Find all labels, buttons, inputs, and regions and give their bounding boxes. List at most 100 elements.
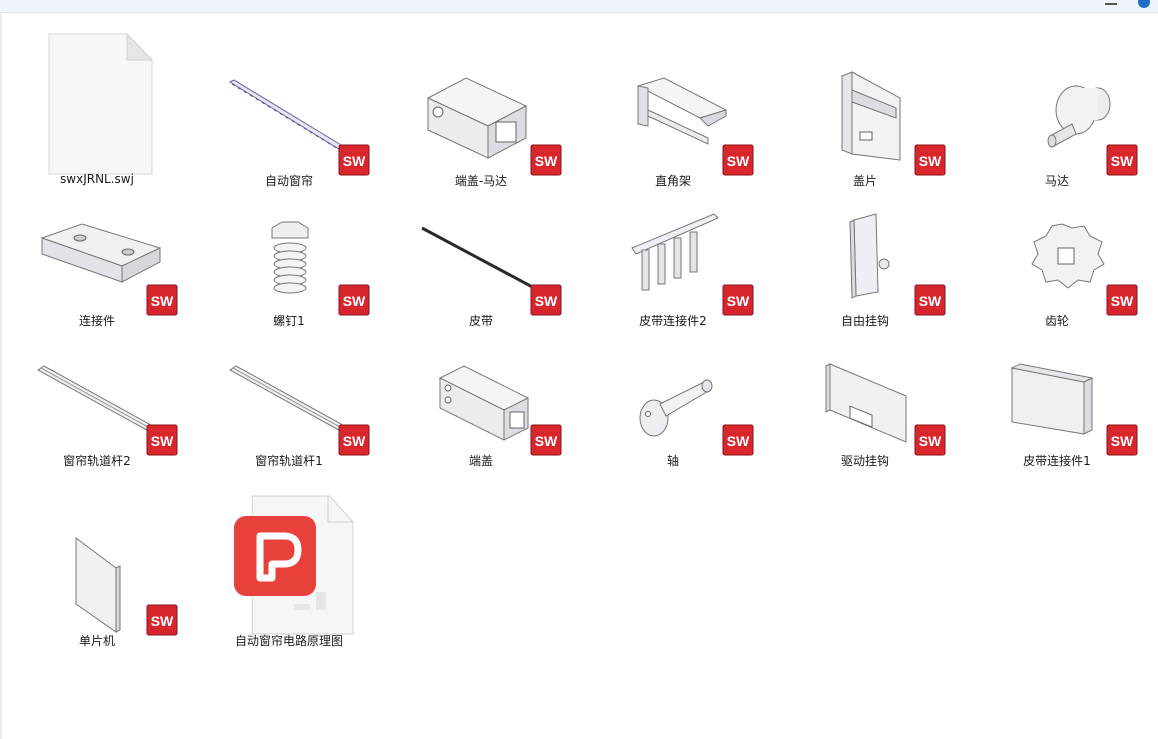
- file-label: 马达: [1044, 174, 1069, 188]
- free-hook-icon: [800, 166, 930, 316]
- svg-text:SW: SW: [535, 293, 558, 309]
- svg-text:SW: SW: [727, 153, 750, 169]
- file-label: 自由挂钩: [840, 314, 889, 328]
- file-item-belt-connector-2[interactable]: SW 皮带连接件2: [582, 160, 764, 328]
- file-label: 端盖-马达: [454, 174, 508, 188]
- sw-badge-icon: SW: [338, 424, 370, 456]
- file-label: 皮带: [468, 314, 493, 328]
- sw-badge-icon: SW: [338, 144, 370, 176]
- shaft-icon: [608, 306, 738, 456]
- minimize-icon[interactable]: [1104, 0, 1118, 8]
- svg-text:SW: SW: [1111, 293, 1134, 309]
- svg-text:SW: SW: [1111, 153, 1134, 169]
- sw-badge-icon: SW: [722, 284, 754, 316]
- svg-text:SW: SW: [919, 433, 942, 449]
- svg-text:SW: SW: [535, 433, 558, 449]
- sw-badge-icon: SW: [722, 424, 754, 456]
- cover-plate-icon: [800, 26, 930, 176]
- svg-text:SW: SW: [727, 293, 750, 309]
- file-item-belt[interactable]: SW 皮带: [390, 160, 572, 328]
- file-label: 窗帘轨道杆1: [255, 454, 323, 468]
- file-item-mcu[interactable]: SW 单片机: [6, 480, 188, 648]
- file-label: 连接件: [78, 314, 115, 328]
- sw-badge-icon: SW: [914, 424, 946, 456]
- sw-badge-icon: SW: [146, 424, 178, 456]
- file-label: 单片机: [78, 634, 115, 648]
- help-icon[interactable]: [1137, 0, 1151, 8]
- file-item-right-angle-bracket[interactable]: SW 直角架: [582, 20, 764, 188]
- sw-badge-icon: SW: [146, 604, 178, 636]
- screw-icon: [224, 166, 354, 316]
- file-item-shaft[interactable]: SW 轴: [582, 300, 764, 468]
- rod-part-icon: [224, 26, 354, 176]
- file-item-motor-end-cap[interactable]: SW 端盖-马达: [390, 20, 572, 188]
- file-label: 端盖: [468, 454, 493, 468]
- motor-end-cap-icon: [416, 26, 546, 176]
- file-item-swxjrnl[interactable]: swxJRNL.swj: [6, 20, 188, 186]
- belt-icon: [416, 166, 546, 316]
- file-item-gear[interactable]: SW 齿轮: [966, 160, 1148, 328]
- file-item-screw[interactable]: SW 螺钉1: [198, 160, 380, 328]
- file-label: 自动窗帘电路原理图: [234, 634, 343, 648]
- track-rod-icon: [32, 306, 162, 456]
- motor-icon: [992, 26, 1122, 176]
- file-label: swxJRNL.swj: [60, 172, 134, 186]
- svg-text:SW: SW: [151, 293, 174, 309]
- svg-text:SW: SW: [727, 433, 750, 449]
- file-label: 窗帘轨道杆2: [63, 454, 131, 468]
- file-item-belt-connector-1[interactable]: SW 皮带连接件1: [966, 300, 1148, 468]
- file-item-free-hook[interactable]: SW 自由挂钩: [774, 160, 956, 328]
- file-item-auto-curtain[interactable]: SW 自动窗帘: [198, 20, 380, 188]
- window-left-border: [0, 12, 2, 739]
- file-grid: swxJRNL.swj SW 自动窗帘 SW 端盖-马达: [6, 20, 1158, 739]
- svg-text:SW: SW: [1111, 433, 1134, 449]
- svg-text:SW: SW: [151, 613, 174, 629]
- svg-text:SW: SW: [343, 153, 366, 169]
- file-item-drive-hook[interactable]: SW 驱动挂钩: [774, 300, 956, 468]
- file-label: 盖片: [852, 174, 877, 188]
- sw-badge-icon: SW: [146, 284, 178, 316]
- mcu-board-icon: [32, 486, 162, 636]
- sw-badge-icon: SW: [530, 424, 562, 456]
- sw-badge-icon: SW: [530, 144, 562, 176]
- svg-text:SW: SW: [343, 433, 366, 449]
- window-top-bar: [0, 0, 1158, 13]
- file-item-motor[interactable]: SW 马达: [966, 20, 1148, 188]
- gear-icon: [992, 166, 1122, 316]
- sw-badge-icon: SW: [530, 284, 562, 316]
- right-angle-bracket-icon: [608, 26, 738, 176]
- svg-text:SW: SW: [919, 153, 942, 169]
- file-label: 直角架: [654, 174, 691, 188]
- svg-text:SW: SW: [919, 293, 942, 309]
- file-label: 螺钉1: [273, 314, 305, 328]
- track-rod-icon: [224, 306, 354, 456]
- file-label: 齿轮: [1044, 314, 1069, 328]
- file-label: 皮带连接件1: [1023, 454, 1091, 468]
- file-item-cover-plate[interactable]: SW 盖片: [774, 20, 956, 188]
- wps-pdf-document-icon: [224, 486, 354, 636]
- svg-text:SW: SW: [343, 293, 366, 309]
- sw-badge-icon: SW: [1106, 284, 1138, 316]
- blank-document-icon: [32, 26, 162, 176]
- file-item-circuit-pdf[interactable]: 自动窗帘电路原理图: [198, 480, 380, 648]
- sw-badge-icon: SW: [722, 144, 754, 176]
- file-item-connector[interactable]: SW 连接件: [6, 160, 188, 328]
- connector-part-icon: [32, 166, 162, 316]
- sw-badge-icon: SW: [1106, 424, 1138, 456]
- sw-badge-icon: SW: [914, 144, 946, 176]
- file-label: 自动窗帘: [264, 174, 313, 188]
- file-label: 驱动挂钩: [840, 454, 889, 468]
- file-item-end-cap[interactable]: SW 端盖: [390, 300, 572, 468]
- svg-text:SW: SW: [151, 433, 174, 449]
- end-cap-icon: [416, 306, 546, 456]
- drive-hook-icon: [800, 306, 930, 456]
- belt-connector-comb-icon: [608, 166, 738, 316]
- sw-badge-icon: SW: [1106, 144, 1138, 176]
- svg-text:SW: SW: [535, 153, 558, 169]
- file-item-track-rod-2[interactable]: SW 窗帘轨道杆2: [6, 300, 188, 468]
- file-item-track-rod-1[interactable]: SW 窗帘轨道杆1: [198, 300, 380, 468]
- file-label: 轴: [666, 454, 679, 468]
- belt-connector-plate-icon: [992, 306, 1122, 456]
- sw-badge-icon: SW: [914, 284, 946, 316]
- file-label: 皮带连接件2: [639, 314, 707, 328]
